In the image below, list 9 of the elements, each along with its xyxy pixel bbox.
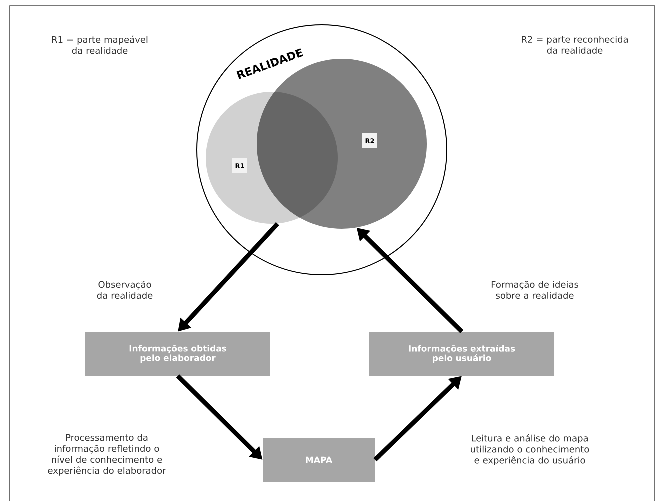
note: R1 = parte mapeável da realidade (52, 36, 148, 54)
process-box: Informações extraídas pelo usuário (370, 332, 554, 376)
note: Leitura e análise do mapa utilizando o conhecimento e experiência do usuário (471, 434, 590, 466)
note: R2 = parte reconhecida da realidade (522, 36, 628, 54)
process-box: Informações obtidas pelo elaborador (86, 332, 270, 376)
note: Processamento da informação refletindo o nível de conhecimento e experiência do elaborador (48, 434, 166, 476)
process-box: MAPA (263, 438, 375, 482)
edge-label: Formação de ideias sobre a realidade (492, 280, 578, 300)
edge-label: Observação da realidade (97, 280, 153, 300)
